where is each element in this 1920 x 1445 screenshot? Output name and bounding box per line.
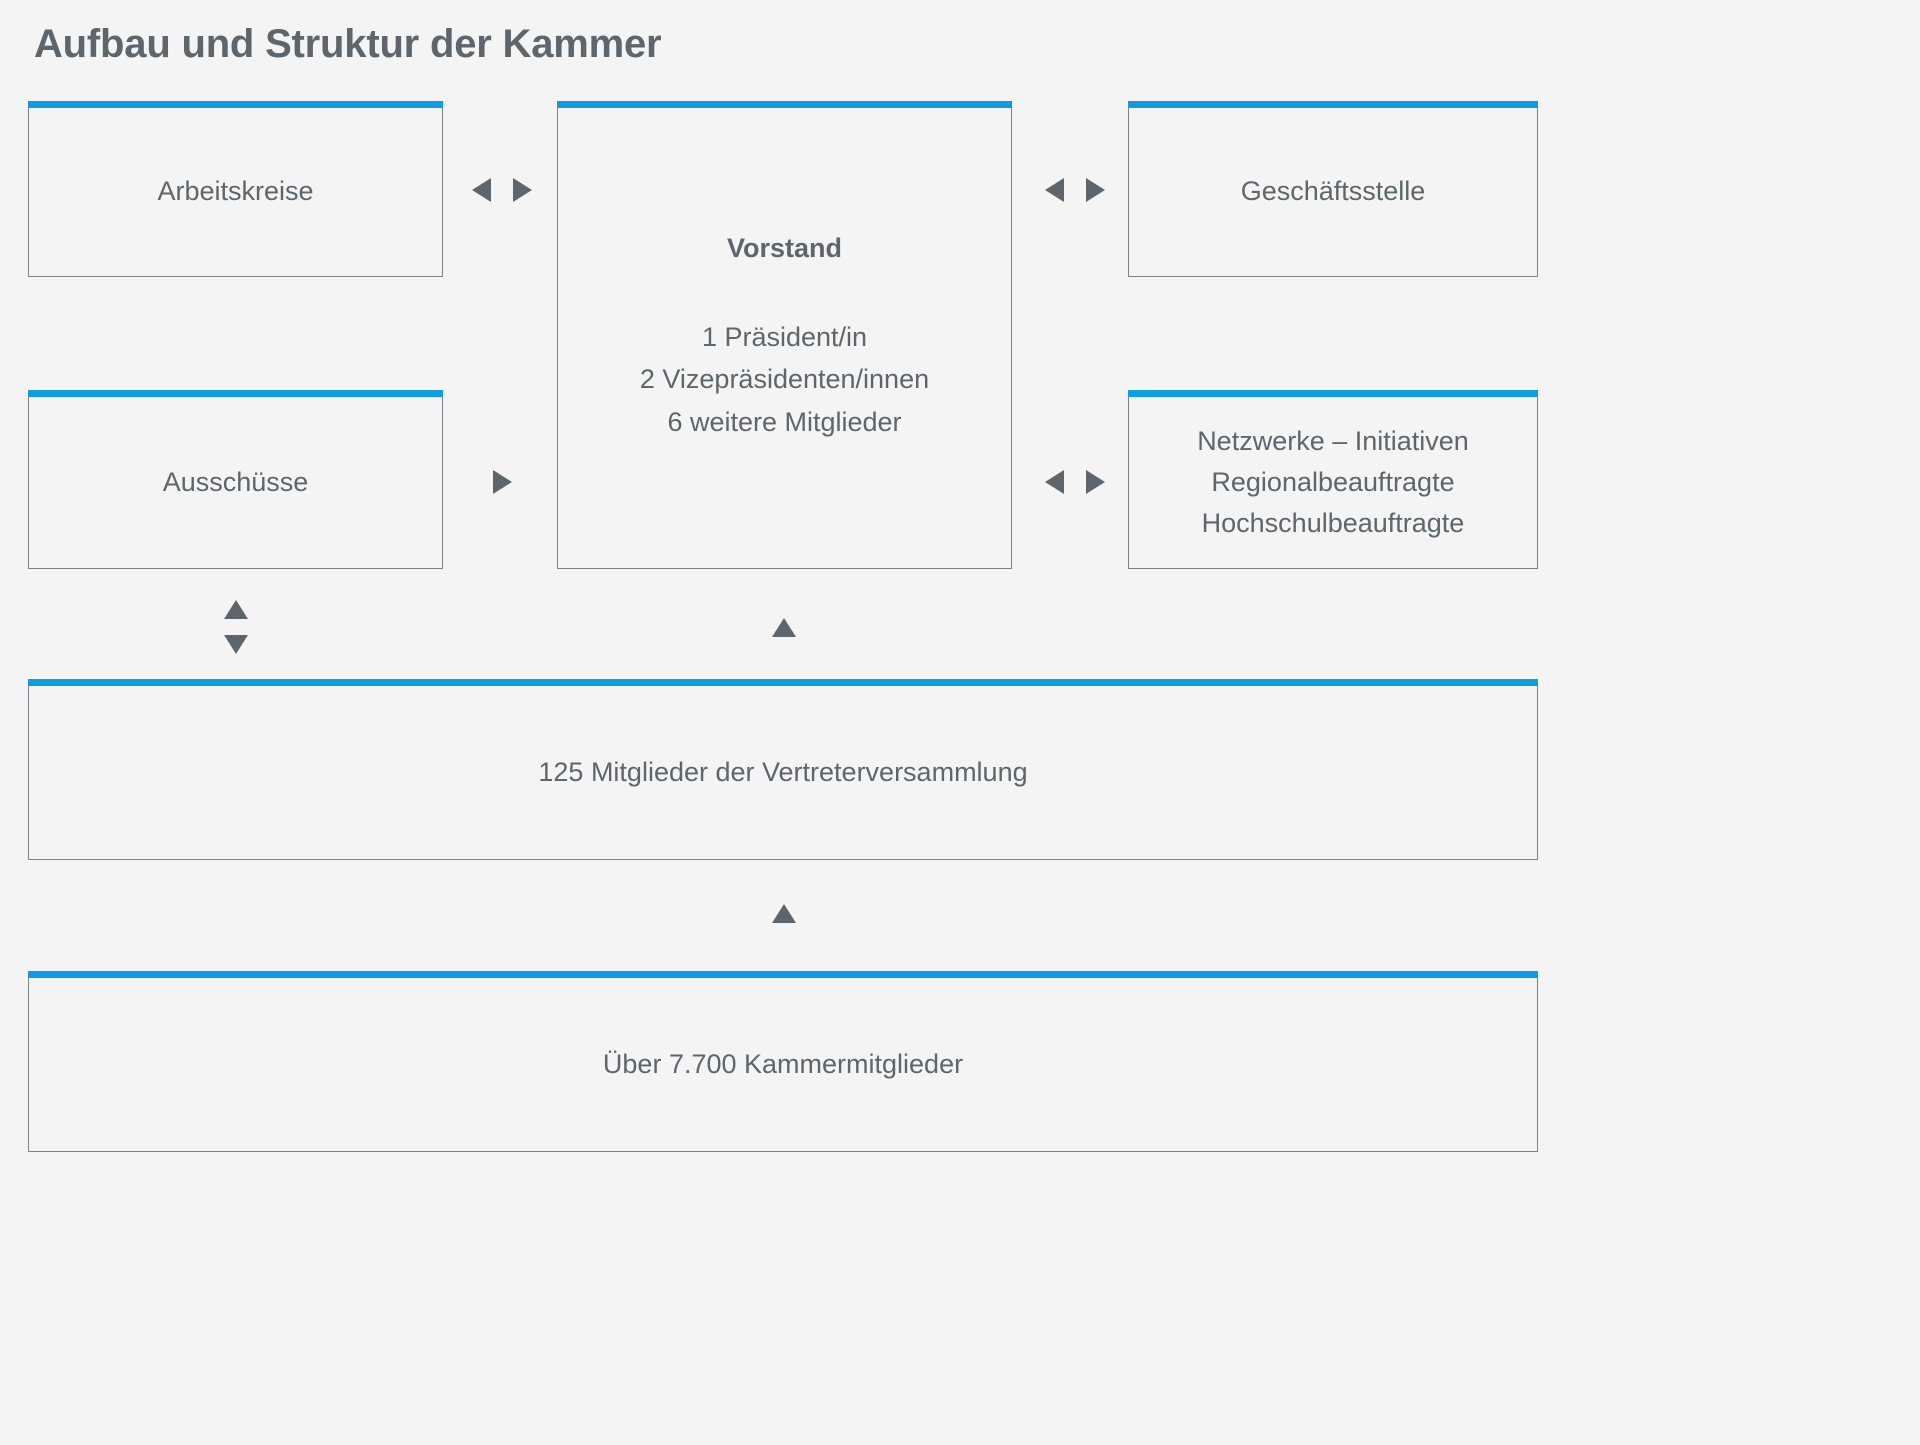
vorstand-line-weitere-mitglieder: 6 weitere Mitglieder <box>667 406 902 437</box>
arrow-right-icon <box>492 470 512 494</box>
arrow-right-icon <box>513 178 532 202</box>
box-ausschuesse-label: Ausschüsse <box>162 466 309 497</box>
vorstand-line-praesident: 1 Präsident/in <box>701 321 868 352</box>
connector-ausschuesse-vertreterversammlung <box>212 588 260 666</box>
connector-vorstand-netzwerke <box>1032 468 1118 496</box>
page-title: Aufbau und Struktur der Kammer <box>34 22 662 66</box>
box-geschaeftsstelle-label: Geschäftsstelle <box>1240 176 1426 207</box>
arrow-left-icon <box>472 178 491 202</box>
box-vorstand[interactable]: Vorstand 1 Präsident/in 2 Vizepräsidente… <box>557 101 1012 569</box>
vorstand-heading: Vorstand <box>726 232 842 263</box>
arrow-right-icon <box>1086 178 1105 202</box>
arrow-left-icon <box>1045 470 1064 494</box>
vorstand-content: Vorstand 1 Präsident/in 2 Vizepräsidente… <box>640 233 929 443</box>
connector-ausschuesse-vorstand <box>459 468 545 496</box>
arrow-right-icon <box>1086 470 1105 494</box>
box-netzwerke-label: Netzwerke – Initiativen Regionalbeauftra… <box>1197 425 1469 539</box>
box-kammermitglieder-label: Über 7.700 Kammermitglieder <box>602 1048 964 1079</box>
box-netzwerke[interactable]: Netzwerke – Initiativen Regionalbeauftra… <box>1128 390 1538 569</box>
vorstand-line-vizepraesidenten: 2 Vizepräsidenten/innen <box>639 364 930 395</box>
arrow-down-icon <box>224 635 248 654</box>
box-vertreterversammlung-label: 125 Mitglieder der Vertreterversammlung <box>538 756 1028 787</box>
box-vertreterversammlung[interactable]: 125 Mitglieder der Vertreterversammlung <box>28 679 1538 860</box>
box-arbeitskreise[interactable]: Arbeitskreise <box>28 101 443 277</box>
connector-vorstand-geschaeftsstelle <box>1032 176 1118 204</box>
box-ausschuesse[interactable]: Ausschüsse <box>28 390 443 569</box>
arrow-left-icon <box>1045 178 1064 202</box>
box-arbeitskreise-label: Arbeitskreise <box>157 176 314 207</box>
box-kammermitglieder[interactable]: Über 7.700 Kammermitglieder <box>28 971 1538 1152</box>
connector-vertreterversammlung-vorstand <box>760 612 808 642</box>
arrow-up-icon <box>224 600 248 619</box>
arrow-up-icon <box>772 903 796 923</box>
arrow-up-icon <box>772 617 796 637</box>
connector-arbeitskreise-vorstand <box>459 176 545 204</box>
box-geschaeftsstelle[interactable]: Geschäftsstelle <box>1128 101 1538 277</box>
connector-kammermitglieder-vertreterversammlung <box>760 898 808 928</box>
